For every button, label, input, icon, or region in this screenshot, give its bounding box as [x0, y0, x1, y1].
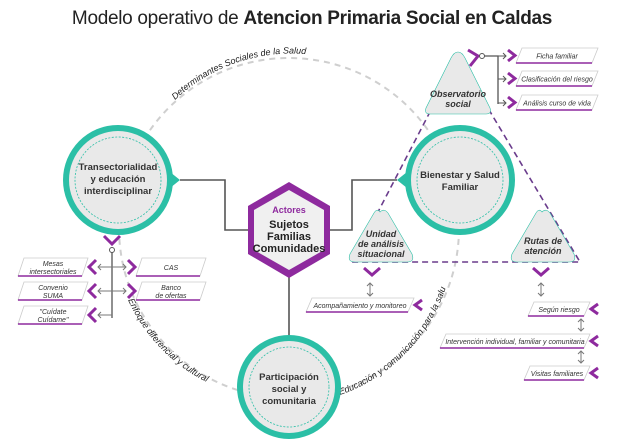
- node-transectorialidad-line-3: interdisciplinar: [84, 186, 152, 197]
- arrow-right-icon: [502, 52, 507, 60]
- chevron-right-icon: [126, 258, 138, 276]
- rutas-item-2[interactable]: Visitas familiares: [523, 365, 599, 381]
- rutas-item-0-label: Según riesgo: [538, 307, 579, 314]
- node-transectorialidad-line-1: Transectorialidad: [79, 162, 158, 173]
- transectorial-right-item-0[interactable]: CAS: [126, 257, 207, 277]
- observatorio-item-1-label: Clasificación del riesgo: [521, 77, 593, 84]
- node-participacion-line-1: Participación: [259, 372, 319, 383]
- unidad-line-2: de análisis: [358, 239, 404, 249]
- node-transectorialidad[interactable]: Transectorialidad y educación interdisci…: [63, 125, 180, 235]
- unidad-item-label: Acompañamiento y monitoreo: [313, 303, 407, 310]
- arrow-right-icon: [122, 263, 127, 271]
- junction-dot: [479, 53, 485, 59]
- unidad-line-3: situacional: [357, 249, 405, 259]
- transectorial-item-0-label: Mesas: [43, 261, 64, 268]
- transectorial-right-item-1-label: de ofertas: [155, 293, 187, 300]
- arrow-right-icon: [122, 287, 127, 295]
- observatorio-item-2[interactable]: Análisis curso de vida: [507, 94, 599, 111]
- chevron-right-icon: [507, 71, 518, 86]
- title-prefix: Modelo operativo de: [71, 8, 244, 29]
- arrow-left-icon: [97, 287, 102, 295]
- junction-dot: [109, 247, 115, 253]
- bidirectional-arrow-icon: [366, 282, 374, 297]
- arc-label-top: Determinantes Sociales de la Salud: [170, 45, 308, 101]
- arrow-right-icon: [502, 99, 507, 107]
- transectorial-right-item-0-label: CAS: [164, 265, 179, 272]
- rutas-line-1: Rutas de: [524, 236, 562, 246]
- rutas-line-2: atención: [524, 246, 562, 256]
- chevron-right-icon: [126, 282, 138, 300]
- node-bienestar-line-1: Bienestar y Salud: [420, 170, 500, 181]
- observatorio-item-0-label: Ficha familiar: [536, 54, 578, 61]
- unidad-item[interactable]: Acompañamiento y monitoreo: [305, 297, 423, 313]
- transectorial-item-2-label: "Cuídate: [39, 309, 66, 316]
- arrow-left-icon: [97, 311, 102, 319]
- chevron-right-icon: [467, 48, 481, 67]
- actors-hexagon[interactable]: Actores Sujetos Familias Comunidades: [248, 182, 330, 278]
- chevron-left-icon: [86, 306, 98, 324]
- node-participacion-line-2: social y: [272, 384, 308, 395]
- node-participacion[interactable]: Participación social y comunitaria: [237, 335, 341, 439]
- node-bienestar-line-2: Familiar: [442, 182, 479, 193]
- observatorio-item-0[interactable]: Ficha familiar: [507, 47, 599, 64]
- observatorio-item-1[interactable]: Clasificación del riesgo: [507, 70, 599, 87]
- transectorial-item-2-label: Cuídame": [38, 317, 69, 324]
- rutas-item-1-label: Intervención individual, familiar y comu…: [445, 339, 584, 346]
- observatorio-item-2-label: Análisis curso de vida: [522, 101, 591, 108]
- triangle-outline: [350, 56, 582, 263]
- chevron-down-icon: [532, 266, 550, 277]
- actors-line-2: Familias: [267, 231, 311, 243]
- chevron-down-icon: [102, 234, 122, 247]
- chevron-right-icon: [507, 48, 518, 63]
- bidirectional-arrow-icon: [537, 282, 545, 297]
- chevron-down-icon: [363, 266, 381, 277]
- chevron-left-icon: [588, 334, 599, 348]
- bidirectional-arrow-icon: [577, 318, 585, 332]
- observatorio-trunk: [484, 55, 499, 104]
- transectorial-item-0-label: intersectoriales: [29, 269, 77, 276]
- observatorio-line-2: social: [445, 99, 471, 109]
- actors-tag: Actores: [272, 205, 306, 215]
- triangle-unidad[interactable]: Unidad de análisis situacional: [348, 209, 414, 263]
- observatorio-line-1: Observatorio: [430, 89, 487, 99]
- chevron-left-icon: [86, 258, 98, 276]
- title-bold: Atencion Primaria Social en Caldas: [243, 8, 553, 29]
- chevron-left-icon: [588, 366, 599, 380]
- chevron-left-icon: [588, 302, 599, 316]
- unidad-line-1: Unidad: [366, 229, 397, 239]
- actors-line-3: Comunidades: [253, 243, 326, 255]
- triangle-rutas[interactable]: Rutas de atención: [510, 209, 576, 263]
- triangle-observatorio[interactable]: Observatorio social: [425, 51, 491, 115]
- node-bienestar[interactable]: Bienestar y Salud Familiar: [397, 125, 515, 235]
- arc-label-left: Enfoque diferencial y cultural: [126, 297, 211, 385]
- connector-left: [180, 179, 248, 231]
- connector-right: [330, 179, 397, 231]
- actors-line-1: Sujetos: [269, 219, 309, 231]
- arrow-right-icon: [502, 75, 507, 83]
- chevron-right-icon: [507, 95, 518, 110]
- chevron-left-icon: [412, 298, 423, 312]
- rutas-item-2-label: Visitas familiares: [531, 371, 584, 378]
- rutas-item-1[interactable]: Intervención individual, familiar y comu…: [439, 333, 599, 349]
- node-transectorialidad-line-2: y educación: [91, 174, 146, 185]
- transectorial-item-1-label: Convenio: [38, 285, 68, 292]
- transectorial-right-item-1-label: Banco: [161, 285, 181, 292]
- bidirectional-arrow-icon: [577, 350, 585, 364]
- chevron-left-icon: [86, 282, 98, 300]
- transectorial-item-1-label: SUMA: [43, 293, 64, 300]
- node-participacion-line-3: comunitaria: [262, 396, 317, 407]
- rutas-item-0[interactable]: Según riesgo: [527, 301, 599, 317]
- arrow-left-icon: [97, 263, 102, 271]
- diagram-title: Modelo operativo de Atencion Primaria So…: [0, 8, 624, 30]
